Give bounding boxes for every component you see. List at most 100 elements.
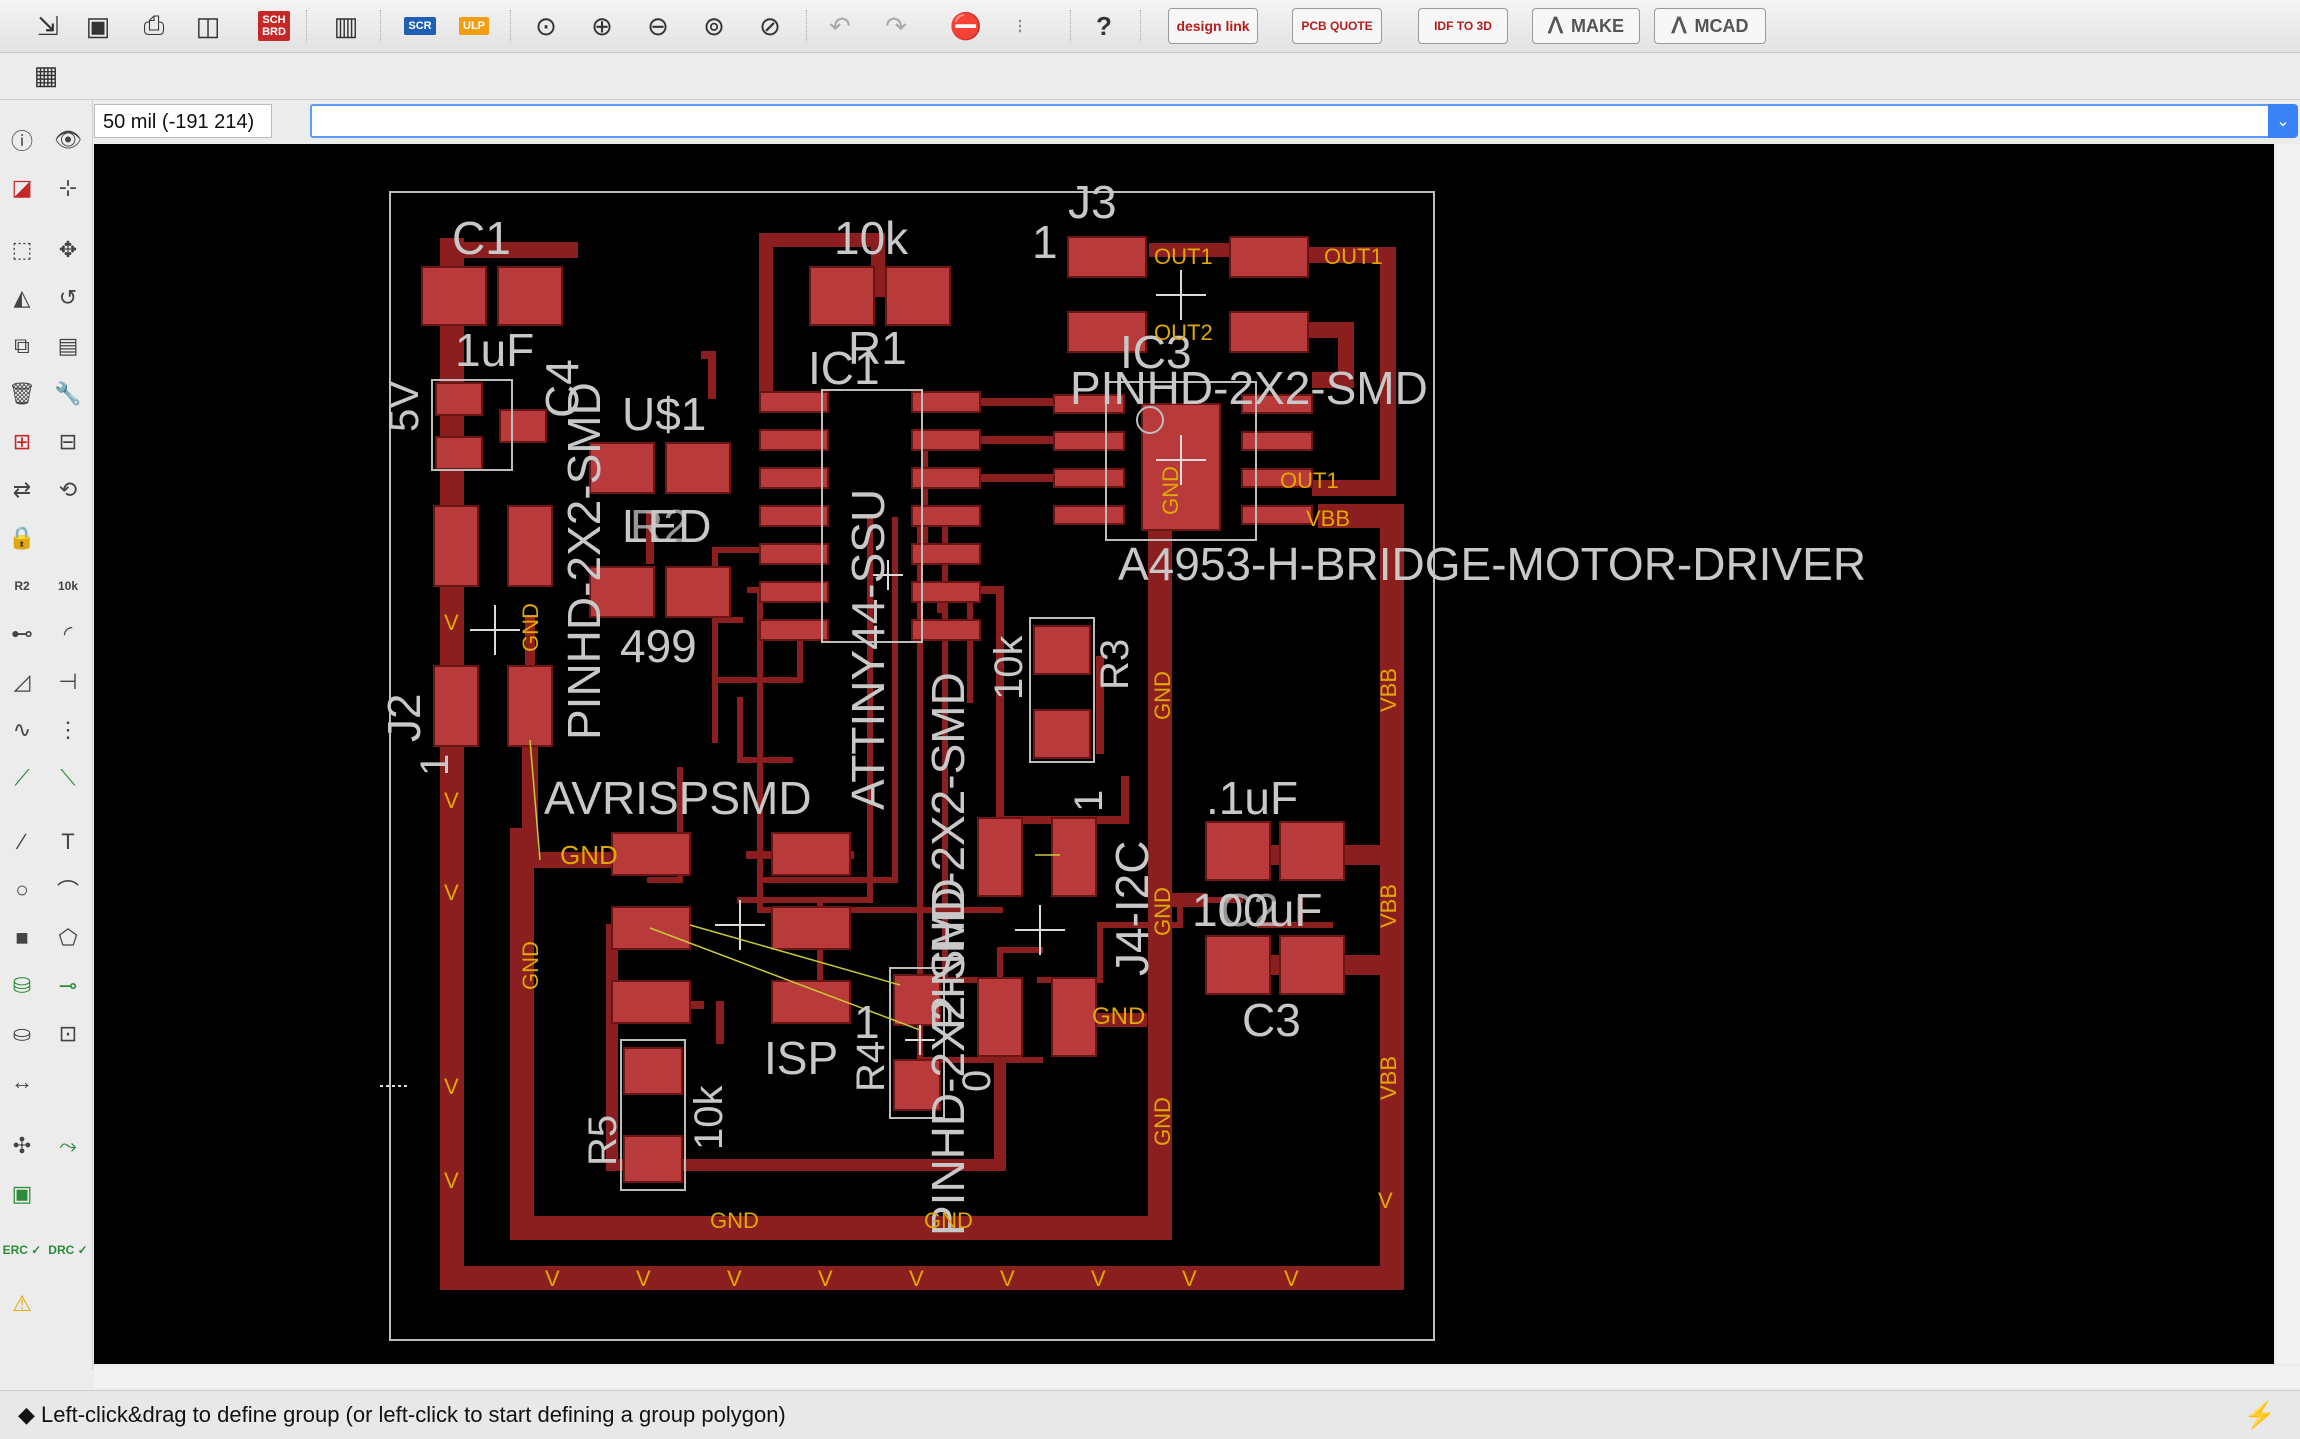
help-icon[interactable]: ? [1096,10,1112,41]
board-canvas[interactable]: C1 1uF 10k R1 J3 1 IC3 PINHD-2X2-SMD IC1… [94,144,2274,1364]
info-icon[interactable]: ⓘ [10,129,33,154]
net-v-9: V [1284,1266,1299,1291]
label-c-100uf: 100uF [1192,884,1322,936]
script-icon[interactable]: SCR [400,8,440,44]
via-icon[interactable]: ⛁ [12,973,32,998]
swap-icon[interactable]: ⇄ [12,477,32,502]
label-c-01uf: .1uF [1206,772,1298,824]
label-r1: R1 [848,322,907,374]
design-block-icon[interactable]: ▣ [11,1181,33,1206]
label-r4: R4 [849,1041,893,1092]
lightning-icon: ⚡ [2243,1400,2276,1430]
command-line-input[interactable] [310,104,2278,138]
split-icon[interactable]: ◿ [13,669,31,694]
group-icon[interactable]: ⬚ [11,237,33,262]
rotate-icon[interactable]: ↺ [58,285,78,310]
mirror-icon[interactable]: ◭ [13,285,31,310]
label-c1-value: 1uF [455,324,534,376]
polygon-icon[interactable]: ⬠ [58,925,78,950]
ripup-wire-icon[interactable]: ⟍ [60,765,76,790]
drc-icon[interactable]: DRC ✓ [48,1243,88,1257]
erc-icon[interactable]: ERC ✓ [2,1243,42,1257]
pcb-quote-button[interactable]: PCB QUOTE [1292,8,1382,44]
net-v-12: V [444,880,459,905]
layer-display-icon[interactable]: ◪ [11,175,33,200]
cam-processor-icon[interactable]: ◫ [195,10,221,41]
idf-to-3d-button[interactable]: IDF TO 3D [1418,8,1508,44]
delete-icon[interactable]: 🗑 [8,381,36,406]
label-j3: J3 [1068,176,1117,228]
text-icon[interactable]: T [61,829,75,854]
meander-icon[interactable]: ⊣ [58,669,78,694]
autorouter-icon[interactable]: ⤳ [59,1133,77,1158]
label-isp: ISP [764,1032,838,1084]
mcad-label: MCAD [1694,15,1749,36]
net-vbb-4: VBB [1376,1056,1401,1100]
zoom-in-icon[interactable]: ⊕ [591,10,613,41]
net-gnd-4: GND [924,1208,973,1233]
net-vbb-2: VBB [1376,668,1401,712]
zoom-redraw-icon[interactable]: ⊚ [703,10,725,41]
attribute-icon[interactable]: ⊡ [58,1021,78,1046]
dimension-icon[interactable]: ↔ [11,1069,33,1094]
redo-icon[interactable]: ↷ [885,10,907,41]
zoom-fit-icon[interactable]: ⊙ [535,10,557,41]
smash-icon[interactable]: ⊷ [11,621,33,646]
net-out1-b: OUT1 [1324,244,1383,269]
circle-icon[interactable]: ○ [15,877,29,902]
label-avrispsmd: AVRISPSMD [544,772,812,824]
lock-icon[interactable]: 🔒 [8,525,36,550]
stop-icon[interactable]: ⛔ [949,10,983,41]
arc-icon[interactable]: ⌒ [56,879,79,904]
status-diamond-icon: ◆ [18,1402,42,1427]
label-ic3-package: PINHD-2X2-SMD [1070,362,1428,414]
warning-icon[interactable]: ⚠ [12,1291,32,1316]
value-icon[interactable]: 10k [57,579,79,593]
move-icon[interactable]: ✥ [58,237,78,262]
add-icon[interactable]: ⊞ [12,429,32,454]
horizontal-scrollbar[interactable] [94,1366,2300,1388]
zoom-select-icon[interactable]: ⊘ [759,10,781,41]
undo-icon[interactable]: ↶ [829,10,851,41]
net-v-11: V [444,788,459,813]
name-icon[interactable]: R2 [14,579,30,593]
library-icon[interactable]: ▥ [333,10,359,41]
hole-icon[interactable]: ⛀ [12,1021,32,1046]
go-icon[interactable]: ⁝ [1016,15,1024,38]
component-labels: C1 1uF 10k R1 J3 1 IC3 PINHD-2X2-SMD IC1… [378,176,1866,1236]
change-icon[interactable]: 🔧 [54,381,82,406]
show-icon[interactable]: 👁 [54,127,82,152]
route-icon[interactable]: ∿ [12,717,32,742]
ulp-icon[interactable]: ULP [454,8,494,44]
net-labels: OUT1 OUT1 OUT2 OUT1 VBB GND GND GND GND … [444,244,1401,1291]
miter-icon[interactable]: ◜ [63,621,73,646]
line-icon[interactable]: ∕ [20,829,24,854]
label-ic1: IC1 [808,342,880,394]
net-gnd-6: GND [1150,887,1175,936]
net-gnd-2: GND [1092,1003,1145,1030]
wire-icon[interactable]: ⟋ [14,765,30,790]
command-history-dropdown-icon[interactable]: ⌄ [2268,104,2298,138]
board-outline [389,191,1435,1341]
copy-icon[interactable]: ⧉ [14,333,30,358]
optimize-icon[interactable]: ⟲ [58,477,78,502]
print-icon[interactable]: ⎙ [143,10,165,40]
open-file-icon[interactable]: ⇲ [37,10,59,41]
paste-icon[interactable]: ▤ [57,333,79,358]
replace-icon[interactable]: ⊟ [58,429,78,454]
rectangle-icon[interactable]: ■ [15,925,29,950]
grid-icon[interactable]: ▦ [33,59,59,90]
ratsnest-icon[interactable]: ✣ [12,1133,32,1158]
save-icon[interactable]: ▣ [85,10,111,41]
tool-palette: ⓘ 👁 ◪ ⊹ ⬚ ✥ ◭ ↺ ⧉ ▤ 🗑 🔧 ⊞ ⊟ ⇄ ⟲ 🔒 R2 10k… [0,100,93,1370]
mark-icon[interactable]: ⊹ [58,175,78,200]
zoom-out-icon[interactable]: ⊖ [647,10,669,41]
vertical-scrollbar[interactable] [2276,144,2300,1364]
ripup-icon[interactable]: ⋮ [57,717,79,742]
signal-icon[interactable]: ⊸ [58,973,78,998]
design-link-button[interactable]: design link [1168,8,1258,44]
